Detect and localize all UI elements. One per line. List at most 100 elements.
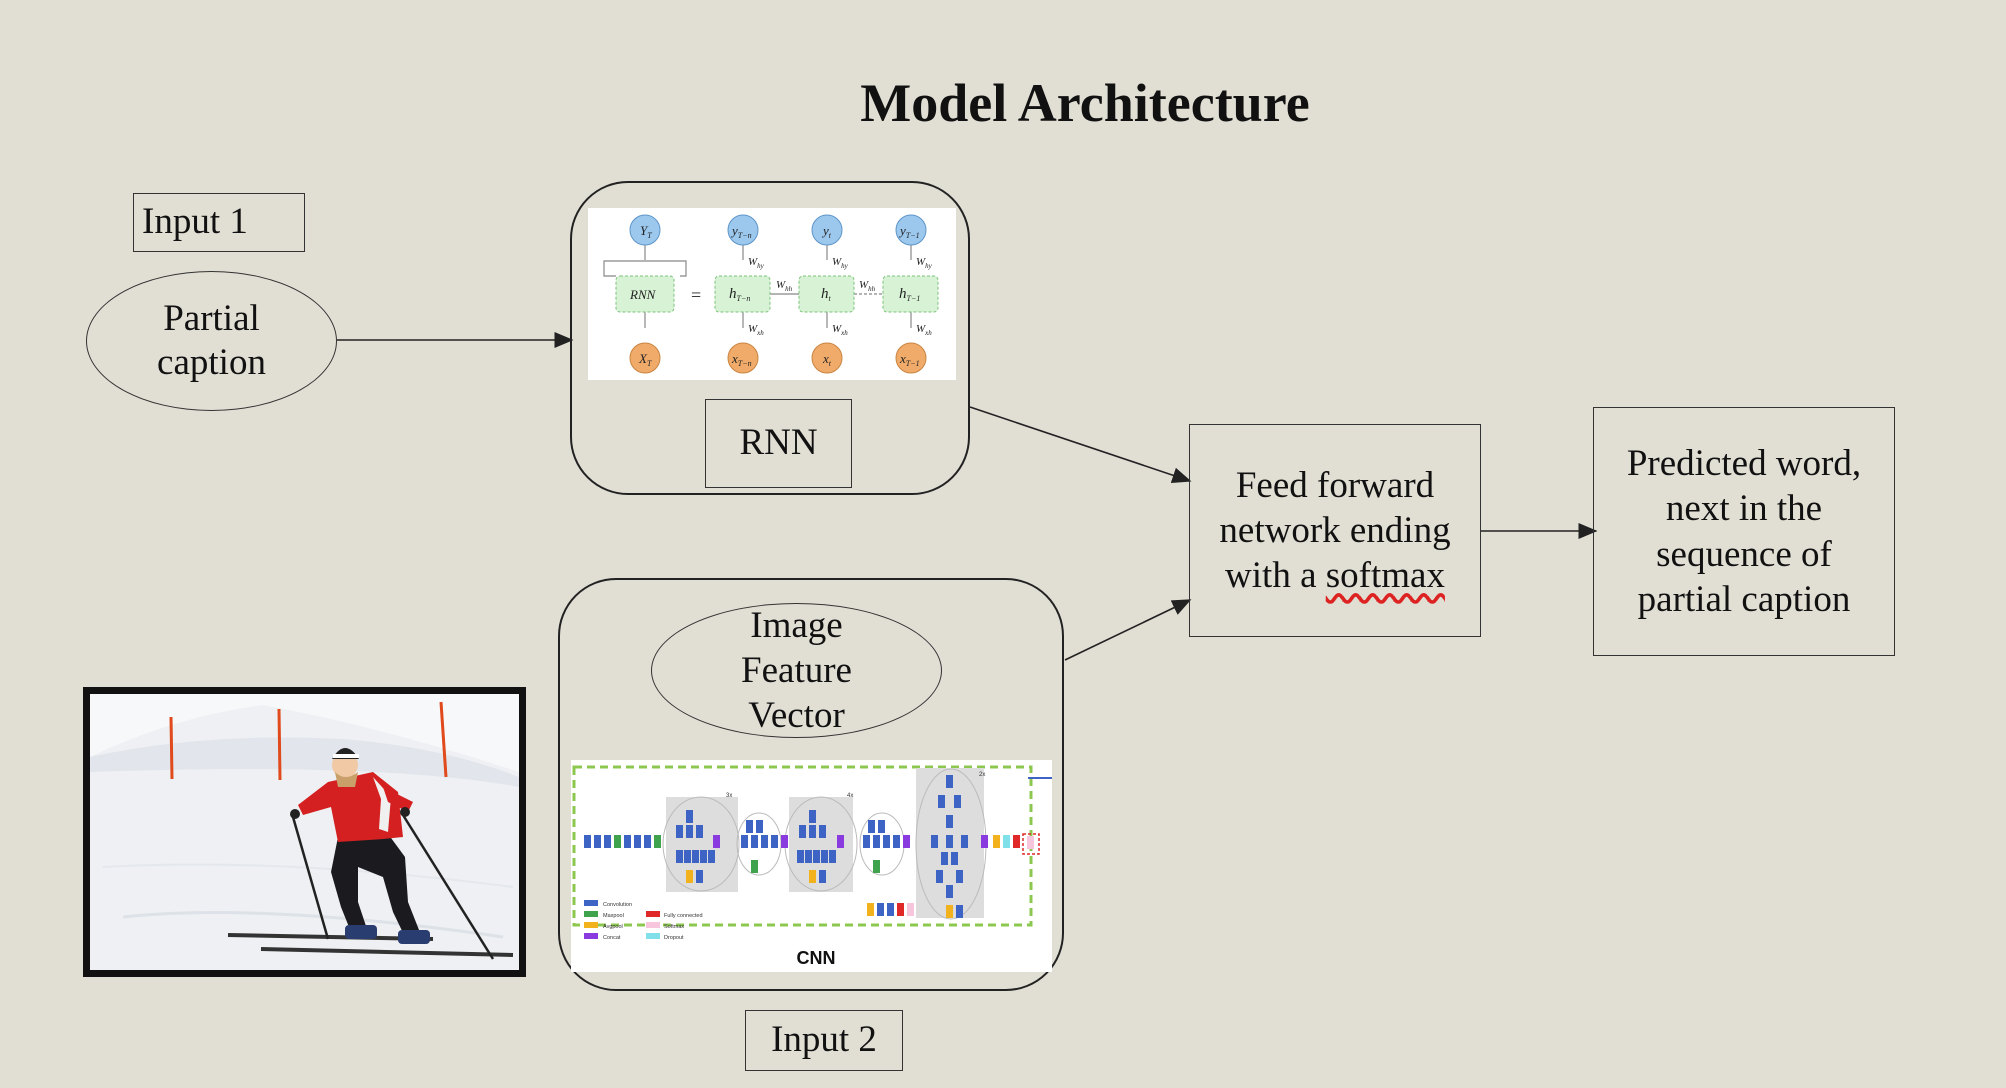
hidden-node-t [798,275,855,313]
label-x-t: xt [822,351,832,368]
cnn-layer-block [877,903,884,916]
input2-label-box: Input 2 [745,1010,903,1071]
cnn-layer-block [692,850,699,863]
cnn-layer-block [951,852,958,865]
cnn-layer-block [946,815,953,828]
cnn-block [558,578,1064,991]
weight-hy-3: Why [916,256,933,270]
cnn-layer-block [819,870,826,883]
cnn-layer-block [936,870,943,883]
cnn-layer-block [781,835,788,848]
cnn-layer-block [696,870,703,883]
weight-xh-2: Wxh [832,323,848,337]
cnn-layer-block [956,870,963,883]
cnn-layer-block [961,835,968,848]
cnn-layer-block [873,860,880,873]
cnn-repeat-3x: 3x [726,793,732,799]
cnn-layer-block [676,825,683,838]
cnn-layer-block [634,835,641,848]
label-x-T-n: xT−n [731,351,752,368]
cnn-layer-block [676,850,683,863]
input-node-t [811,342,843,374]
cnn-legend: Convolution Maxpool Avgpool Concat Fully… [584,900,703,941]
label-h-t: ht [821,286,832,303]
skier-photo [83,687,526,977]
cnn-layer-block [867,903,874,916]
cnn-layer-block [873,835,880,848]
weight-hy-2: Why [832,256,849,270]
svg-text:Dropout: Dropout [664,935,684,941]
cnn-layer-block [805,850,812,863]
cnn-layer-block [761,835,768,848]
label-y-t: yt [821,223,832,240]
input-node-T [629,342,661,374]
cnn-layer-block [903,835,910,848]
input-node-t-n [727,342,759,374]
cnn-layer-block [829,850,836,863]
cnn-layer-blocks [584,775,1034,918]
svg-text:Fully connected: Fully connected [664,913,703,919]
input2-label: Input 2 [771,1019,877,1061]
cnn-layer-block [700,850,707,863]
cnn-layer-block [756,820,763,833]
label-y-T-1: yT−1 [898,223,920,240]
output-node-T [629,214,661,246]
weight-hh-1: Whh [776,279,793,293]
label-equals: = [691,285,701,305]
feed-forward-line1: Feed forward [1235,464,1435,506]
cnn-layer-block [696,825,703,838]
cnn-layer-block [897,903,904,916]
rnn-unrolled-diagram: YT yT−n yt yT−1 RNN = hT−n ht hT−1 XT xT… [588,208,956,380]
svg-text:Avgpool: Avgpool [603,924,623,930]
feed-forward-box: Feed forward network ending with a softm… [1189,424,1481,637]
cnn-layer-block [644,835,651,848]
cnn-layer-block [887,903,894,916]
rnn-label-box: RNN [705,399,852,488]
cnn-layer-block [686,825,693,838]
weight-hh-2: Whh [859,279,876,293]
svg-text:Concat: Concat [603,935,621,941]
weight-xh-1: Wxh [748,323,764,337]
cnn-layer-block [686,870,693,883]
label-rnn-cell: RNN [629,287,657,302]
label-h-T-n: hT−n [729,286,750,303]
label-y-T-n: yT−n [730,223,752,240]
cnn-layer-block [837,835,844,848]
hidden-node-t-n [714,275,771,313]
feed-forward-line2: network ending [1219,509,1451,551]
cnn-layer-block [946,885,953,898]
cnn-layer-block [946,905,953,918]
cnn-layer-block [813,850,820,863]
cnn-layer-block [931,835,938,848]
cnn-layer-block [799,825,806,838]
cnn-layer-block [1003,835,1010,848]
cnn-layer-block [893,835,900,848]
cnn-layer-block [746,820,753,833]
cnn-layer-block [614,835,621,848]
cnn-layer-block [954,795,961,808]
softmax-word: softmax [1325,555,1445,597]
cnn-layer-block [1013,835,1020,848]
cnn-layer-block [604,835,611,848]
cnn-layer-block [684,850,691,863]
cnn-layer-block [771,835,778,848]
cnn-layer-block [941,852,948,865]
cnn-layer-block [809,870,816,883]
cnn-layer-block [946,835,953,848]
rnn-cell-node [615,275,675,313]
cnn-inception-diagram: 3x 4x 2x Convolution Maxpool Avgpool Con… [571,760,1052,972]
weight-hy-1: Why [748,256,765,270]
cnn-layer-block [1027,836,1034,849]
svg-text:Softmax: Softmax [664,924,684,930]
svg-text:Convolution: Convolution [603,902,632,908]
cnn-layer-block [863,835,870,848]
cnn-layer-block [868,820,875,833]
cnn-layer-block [819,825,826,838]
arrow-rnn-to-feedforward [969,406,1192,483]
cnn-layer-block [956,905,963,918]
cnn-layer-block [741,835,748,848]
cnn-layer-block [883,835,890,848]
label-Y-T: YT [640,223,652,240]
cnn-layer-block [594,835,601,848]
cnn-layer-block [981,835,988,848]
